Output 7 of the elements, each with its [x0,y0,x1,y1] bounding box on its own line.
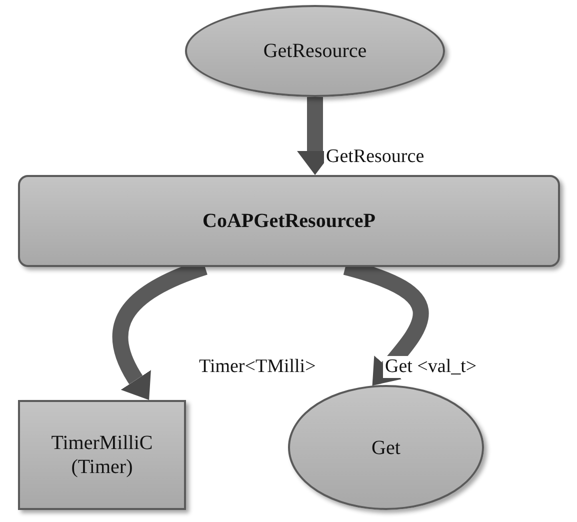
process-box [18,400,186,510]
node-label: GetResource [262,39,368,63]
edge-label: Get <val_t> [383,356,479,378]
node-label: CoAPGetResourceP [202,209,376,233]
node-label: TimerMilliC (Timer) [50,431,154,479]
node-label: Get [370,436,402,460]
process-box [18,175,560,267]
